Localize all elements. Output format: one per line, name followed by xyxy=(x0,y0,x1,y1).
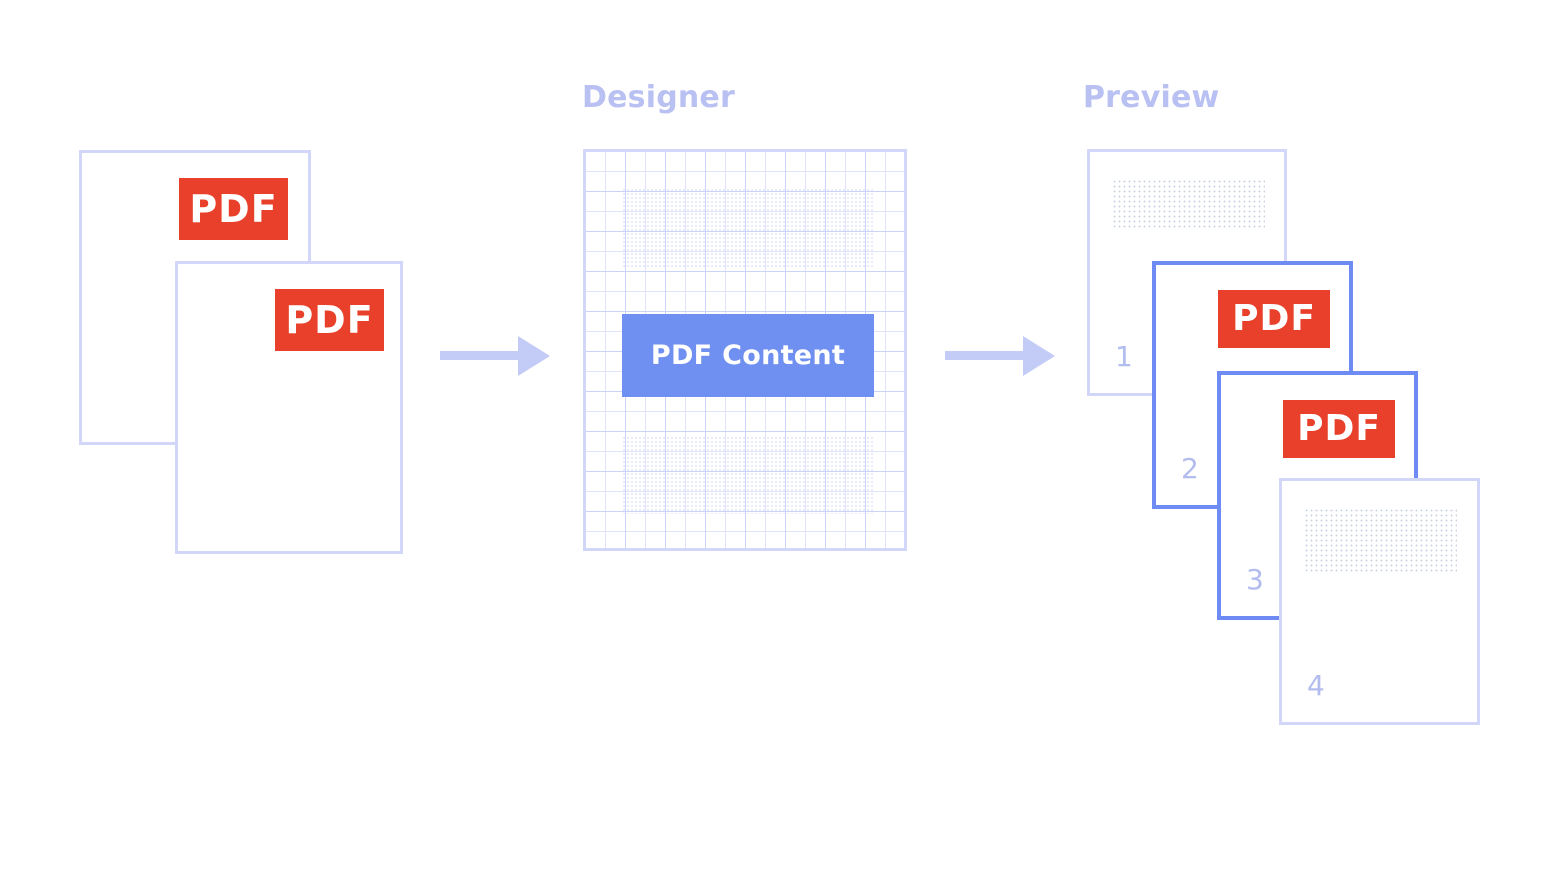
pdf-badge: PDF xyxy=(179,178,288,240)
pdf-badge: PDF xyxy=(1283,400,1395,458)
page-content-texture xyxy=(1112,179,1265,229)
page-number: 3 xyxy=(1246,563,1264,596)
designer-canvas[interactable]: PDF Content xyxy=(583,149,907,551)
arrow-designer-to-preview xyxy=(945,336,1055,376)
page-number: 2 xyxy=(1181,452,1199,485)
page-number: 4 xyxy=(1307,669,1325,702)
source-document-2[interactable]: PDF xyxy=(175,261,403,554)
designer-placeholder-block-bottom[interactable] xyxy=(622,436,874,514)
designer-title: Designer xyxy=(582,80,735,115)
preview-page-4[interactable]: 4 xyxy=(1279,478,1480,725)
page-number: 1 xyxy=(1115,340,1133,373)
designer-placeholder-block-top[interactable] xyxy=(622,188,874,268)
pdf-badge: PDF xyxy=(1218,290,1330,348)
designer-content-bar[interactable]: PDF Content xyxy=(622,314,874,397)
arrow-source-to-designer xyxy=(440,336,550,376)
pdf-badge: PDF xyxy=(275,289,384,351)
page-content-texture xyxy=(1304,508,1457,573)
preview-title: Preview xyxy=(1083,80,1220,115)
